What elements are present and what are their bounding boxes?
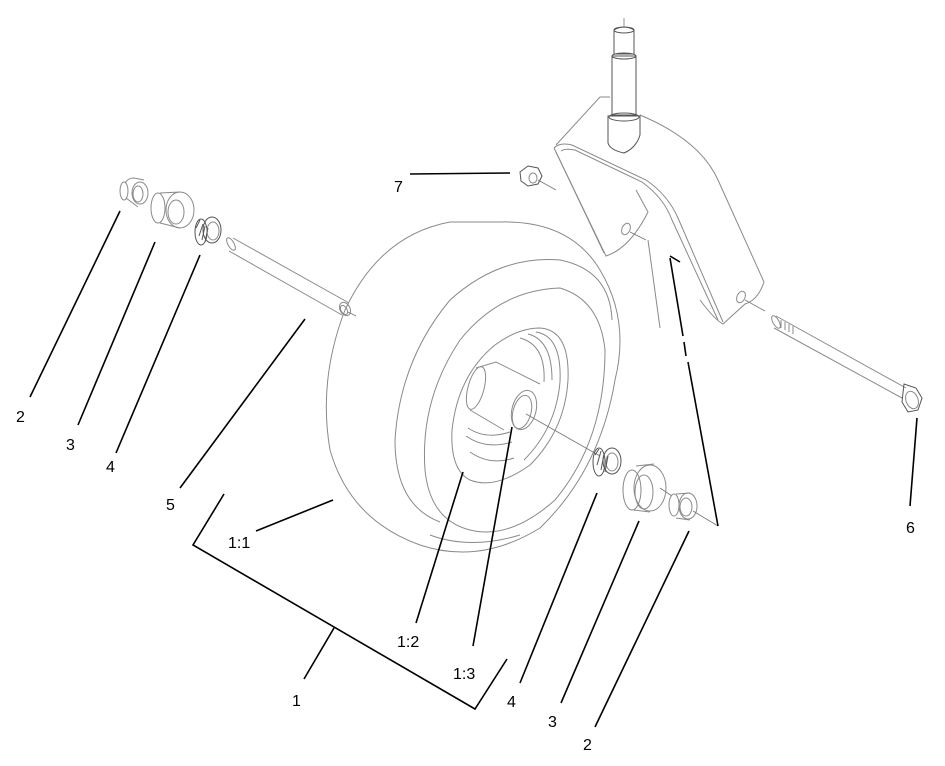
- callout-1-2: 1:2: [397, 634, 420, 651]
- callout-3-left: 3: [66, 437, 75, 454]
- callout-2-right: 2: [583, 737, 592, 754]
- nut-part-7: [519, 165, 557, 191]
- wheel-assembly: [325, 221, 621, 553]
- callout-3-right: 3: [548, 714, 557, 731]
- callout-6: 6: [906, 520, 915, 537]
- assembly-centerline: [669, 255, 719, 527]
- left-parts-stack: [119, 177, 357, 317]
- callout-1: 1: [292, 693, 301, 710]
- callout-4-right: 4: [507, 694, 516, 711]
- caster-fork: [553, 18, 766, 329]
- callout-5: 5: [166, 497, 175, 514]
- callout-1-3: 1:3: [453, 666, 476, 683]
- right-parts-stack: [592, 447, 719, 527]
- callout-1-1: 1:1: [228, 535, 251, 552]
- callout-4-left: 4: [106, 459, 115, 476]
- callout-2-left: 2: [16, 409, 25, 426]
- bolt-part-6: [771, 315, 923, 413]
- leader-lines: [29, 172, 918, 728]
- callout-7: 7: [394, 179, 403, 196]
